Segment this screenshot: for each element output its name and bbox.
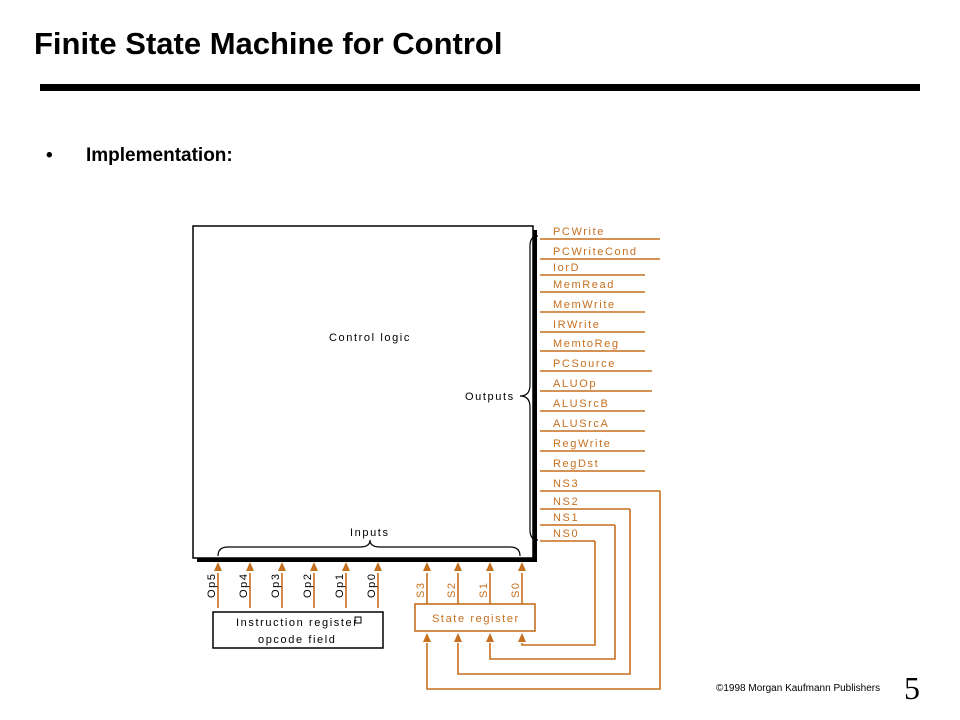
bullet-text: Implementation: <box>86 145 233 166</box>
state-register-label: State register <box>432 613 520 625</box>
output-label-regdst: RegDst <box>553 458 599 470</box>
output-label-ns3: NS3 <box>553 478 579 490</box>
output-label-memtoreg: MemtoReg <box>553 338 620 350</box>
output-label-ns1: NS1 <box>553 512 579 524</box>
state-arrow-s1 <box>486 562 494 571</box>
output-label-pcwrite: PCWrite <box>553 226 605 238</box>
output-label-iord: IorD <box>553 262 580 274</box>
instruction-register-marker <box>354 616 362 624</box>
page-number: 5 <box>904 670 920 706</box>
copyright-text: ©1998 Morgan Kaufmann Publishers <box>716 683 881 694</box>
op-arrow-op1 <box>342 562 350 571</box>
feedback-wire-ns2 <box>457 509 631 675</box>
title-rule <box>40 84 920 91</box>
bullet-marker: • <box>46 145 53 166</box>
opcode-field-label: opcode field <box>258 634 337 646</box>
op-label-op4: Op4 <box>238 572 250 598</box>
state-register-box <box>414 603 536 632</box>
feedback-arrow-ns3 <box>423 633 431 642</box>
output-label-pcwritecond: PCWriteCond <box>553 246 638 258</box>
feedback-wire-ns0 <box>521 541 596 646</box>
output-label-alusrca: ALUSrcA <box>553 418 609 430</box>
op-arrow-op0 <box>374 562 382 571</box>
output-label-pcsource: PCSource <box>553 358 616 370</box>
state-arrow-s2 <box>454 562 462 571</box>
op-label-op0: Op0 <box>366 572 378 598</box>
state-label-s0: S0 <box>510 581 522 598</box>
control-logic-label: Control logic <box>329 332 411 344</box>
op-arrow-op2 <box>310 562 318 571</box>
feedback-arrow-ns1 <box>486 633 494 642</box>
op-label-op3: Op3 <box>270 572 282 598</box>
outputs-label: Outputs <box>465 391 515 403</box>
op-label-op1: Op1 <box>334 572 346 598</box>
state-label-s1: S1 <box>478 581 490 598</box>
output-label-regwrite: RegWrite <box>553 438 611 450</box>
feedback-wire-ns3 <box>426 491 661 690</box>
op-arrow-op5 <box>214 562 222 571</box>
control-logic-box <box>192 225 534 559</box>
feedback-arrow-ns2 <box>454 633 462 642</box>
feedback-wire-ns1 <box>489 525 616 660</box>
output-label-irwrite: IRWrite <box>553 319 600 331</box>
inputs-brace <box>217 539 521 557</box>
op-label-op2: Op2 <box>302 572 314 598</box>
state-label-s2: S2 <box>446 581 458 598</box>
output-label-ns0: NS0 <box>553 528 579 540</box>
output-label-alusrcb: ALUSrcB <box>553 398 609 410</box>
inputs-label: Inputs <box>350 527 390 539</box>
outputs-brace <box>519 235 539 541</box>
state-arrow-s0 <box>518 562 526 571</box>
op-arrow-op4 <box>246 562 254 571</box>
instruction-register-label: Instruction register <box>236 617 358 629</box>
output-label-ns2: NS2 <box>553 496 579 508</box>
output-label-aluop: ALUOp <box>553 378 597 390</box>
page-title: Finite State Machine for Control <box>34 26 503 61</box>
output-label-memread: MemRead <box>553 279 615 291</box>
op-label-op5: Op5 <box>206 572 218 598</box>
state-label-s3: S3 <box>415 581 427 598</box>
output-label-memwrite: MemWrite <box>553 299 616 311</box>
state-arrow-s3 <box>423 562 431 571</box>
feedback-arrow-ns0 <box>518 633 526 642</box>
op-arrow-op3 <box>278 562 286 571</box>
